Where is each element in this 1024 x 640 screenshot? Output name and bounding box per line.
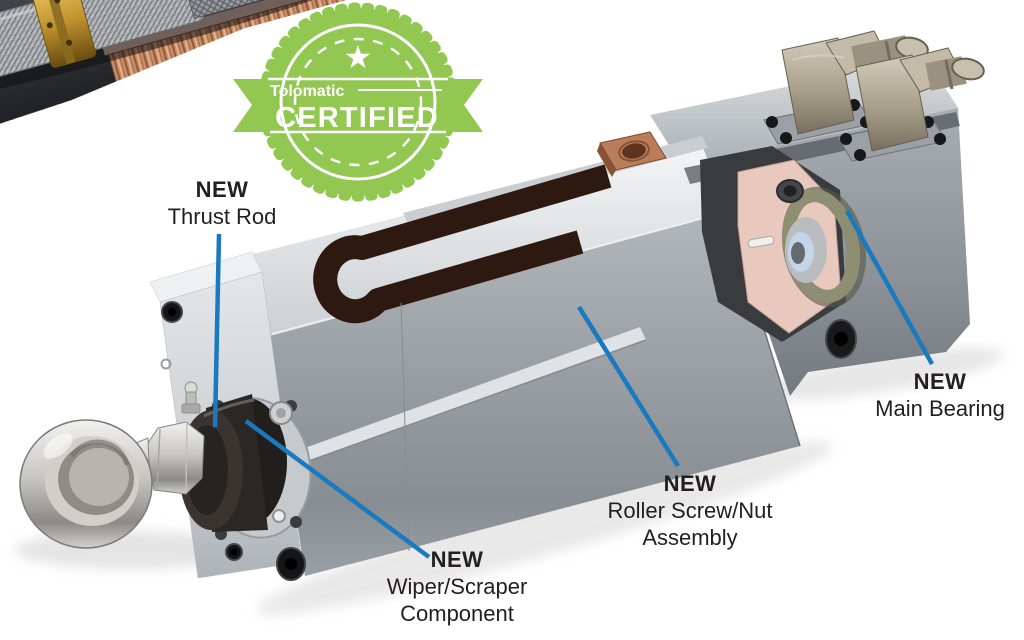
badge-certified-text: CERTIFIED — [275, 102, 439, 134]
bearing-pin — [747, 235, 775, 248]
body-panel-seam — [400, 302, 410, 552]
callout-label: Wiper/Scraper — [386, 574, 528, 599]
callout-label: Component — [400, 601, 514, 626]
roller-screw-leader-line — [577, 305, 680, 468]
callout-label: Main Bearing — [875, 396, 1005, 421]
callout-label: Roller Screw/Nut — [607, 498, 773, 523]
wiper-scraper-leader-line — [244, 419, 431, 559]
main-bearing-leader-line — [845, 209, 934, 366]
main-bearing-assembly — [700, 146, 867, 342]
screw-spline-section — [179, 0, 272, 20]
encoder-block — [597, 131, 667, 177]
rod-hex-nut — [145, 421, 205, 495]
callout-label: Thrust Rod — [167, 204, 277, 229]
rod-eye-end — [19, 419, 153, 549]
callout-roller-screw: NEW Roller Screw/Nut Assembly — [607, 470, 772, 551]
thrust-rod-leader-line — [212, 233, 222, 428]
electrical-connector-right — [837, 47, 985, 162]
callout-label: Assembly — [642, 525, 738, 550]
badge-brand-text: Tolomatic — [270, 83, 344, 100]
certified-badge: ★ Tolomatic CERTIFIED — [233, 2, 483, 202]
badge-seal — [264, 8, 452, 196]
callout-wiper-scraper: NEW Wiper/Scraper Component — [387, 546, 528, 627]
front-head-assembly — [19, 251, 312, 581]
electrical-connector-left — [763, 30, 929, 145]
callout-tag: NEW — [195, 177, 249, 202]
cutaway-front-rail — [302, 327, 646, 462]
callout-tag: NEW — [913, 369, 967, 394]
star-icon: ★ — [344, 39, 373, 75]
grease-fitting — [181, 381, 201, 414]
magnet-track-channel — [313, 164, 612, 324]
callout-lines — [212, 209, 934, 559]
callout-main-bearing: NEW Main Bearing — [875, 368, 1005, 422]
callout-tag: NEW — [663, 471, 717, 496]
callout-tag: NEW — [430, 547, 484, 572]
callout-thrust-rod: NEW Thrust Rod — [168, 176, 277, 230]
